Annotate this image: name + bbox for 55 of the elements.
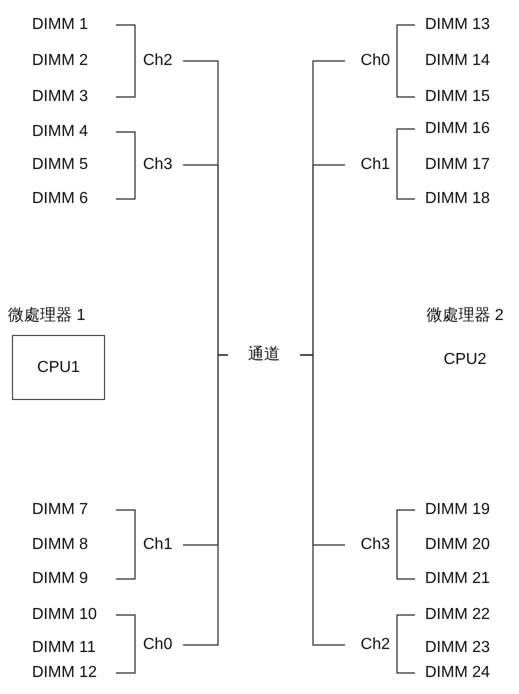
connector-line: [300, 354, 345, 646]
channel-label: Ch3: [135, 155, 183, 175]
channel-label: Ch0: [135, 635, 183, 655]
channel-label: Ch3: [345, 535, 397, 555]
connector-line: [116, 614, 136, 646]
connector-line: [116, 60, 136, 98]
connector-line: [396, 509, 415, 546]
channel-label: Ch1: [345, 155, 397, 175]
dimm-label: DIMM 5: [32, 155, 116, 175]
channel-label: Ch2: [135, 51, 183, 71]
dimm-label: DIMM 19: [415, 500, 505, 520]
cpu-heading: 微處理器 2: [426, 306, 504, 326]
cpu-box: CPU1: [12, 335, 105, 400]
dimm-label: DIMM 7: [32, 500, 116, 520]
dimm-label: DIMM 17: [415, 155, 505, 175]
channel-label: Ch0: [345, 51, 397, 71]
cpu-heading: 微處理器 1: [8, 306, 86, 326]
dimm-label: DIMM 12: [32, 663, 116, 683]
dimm-label: DIMM 14: [415, 51, 505, 71]
dimm-label: DIMM 8: [32, 535, 116, 555]
channel-label: Ch1: [135, 535, 183, 555]
dimm-label: DIMM 15: [415, 87, 505, 107]
connector-line: [396, 128, 415, 166]
connector-line: [396, 24, 415, 62]
connector-line: [116, 164, 136, 200]
dimm-label: DIMM 1: [32, 15, 116, 35]
connector-line: [116, 509, 136, 546]
channel-label: Ch2: [345, 635, 397, 655]
dimm-label: DIMM 13: [415, 15, 505, 35]
connector-line: [396, 644, 415, 674]
connector-line: [116, 24, 136, 62]
connector-line: [396, 544, 415, 580]
dimm-label: DIMM 22: [415, 605, 505, 625]
dimm-label: DIMM 16: [415, 119, 505, 139]
dimm-label: DIMM 10: [32, 605, 116, 625]
connector-line: [116, 644, 136, 674]
cpu-label: CPU2: [444, 350, 486, 370]
dimm-label: DIMM 20: [415, 535, 505, 555]
dimm-label: DIMM 23: [415, 638, 505, 658]
connector-line: [116, 131, 136, 166]
dimm-label: DIMM 4: [32, 122, 116, 142]
dimm-label: DIMM 6: [32, 189, 116, 209]
connector-line: [183, 354, 228, 646]
dimm-label: DIMM 24: [415, 663, 505, 683]
dimm-label: DIMM 3: [32, 87, 116, 107]
dimm-label: DIMM 9: [32, 569, 116, 589]
connector-line: [396, 164, 415, 200]
connector-line: [116, 544, 136, 580]
bus-label: 通道: [228, 345, 300, 365]
dimm-label: DIMM 21: [415, 569, 505, 589]
connector-line: [396, 60, 415, 98]
connector-line: [396, 614, 415, 646]
dimm-label: DIMM 18: [415, 189, 505, 209]
dimm-label: DIMM 11: [32, 638, 116, 658]
dimm-label: DIMM 2: [32, 51, 116, 71]
